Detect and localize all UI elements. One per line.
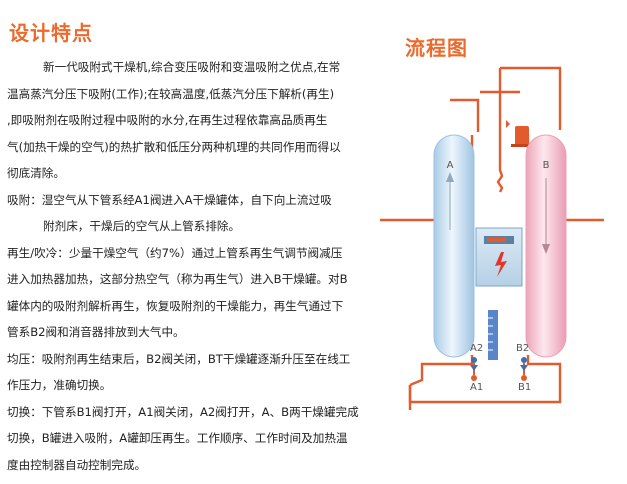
adsorb-line: 附剂床，干燥后的空气从上管系排除。 — [43, 219, 241, 233]
switch-line: 切换，B罐进入吸附，A罐卸压再生。工作顺序、工作时间及加热温 — [7, 431, 348, 445]
valve-a2-label: A2 — [470, 343, 483, 354]
tank-a-label: A — [447, 160, 454, 171]
controller-panel — [475, 227, 523, 287]
intro-line: 气(加热干燥的空气)的热扩散和低压分两种机理的共同作用而得以 — [7, 139, 341, 154]
valve-a1-label: A1 — [470, 382, 483, 393]
b-bottom-pipe — [526, 355, 562, 385]
dryer-flow-diagram: A B A2 B2 A1 B1 — [380, 66, 604, 410]
regen-valve-cap — [511, 144, 533, 147]
valve-a1-icon — [471, 375, 477, 381]
lightning-bolt-icon — [495, 252, 507, 277]
flow-arrow-icon — [506, 120, 510, 128]
regen-regulator — [511, 126, 533, 147]
regen-line: 进入加热器加热，这部分热空气（称为再生气）进入B干燥罐。对B — [7, 272, 348, 286]
b-drop-arrow-icon — [520, 365, 528, 371]
regen-line: 管系B2阀和消音器排放到大气中。 — [7, 325, 185, 339]
valve-b2-label: B2 — [516, 343, 529, 354]
tank-a: A — [433, 134, 475, 358]
controller-box — [475, 227, 523, 287]
flowchart-title: 流程图 — [405, 36, 468, 60]
valve-a2-icon — [471, 357, 477, 363]
adsorb-paragraph: 吸附：湿空气从下管系经A1阀进入A干燥罐体，自下向上流过吸 附剂床，干燥后的空气… — [7, 187, 379, 240]
intro-line: 温高蒸汽分压下吸附(工作);在较高温度,低蒸汽分压下解析(再生) — [7, 86, 335, 101]
silencer-ticks — [488, 317, 493, 351]
intro-line: 彻底清除。 — [7, 166, 65, 180]
equalize-paragraph: 均压：吸附剂再生结束后，B2阀关闭，BT干燥罐逐渐升压至在线工 作压力，准确切换… — [7, 346, 379, 399]
equalize-line: 作压力，准确切换。 — [7, 378, 112, 392]
switch-paragraph: 切换：下管系B1阀打开，A1阀关闭，A2阀打开，A、B两干燥罐完成 切换，B罐进… — [7, 399, 379, 479]
lower-manifold-pipe — [408, 385, 562, 404]
design-features-title: 设计特点 — [9, 21, 93, 45]
tank-a-body — [433, 134, 475, 358]
top-left-pipe — [450, 98, 480, 132]
description-text: 新一代吸附式干燥机,综合变压吸附和变温吸附之优点,在常 温高蒸汽分压下吸附(工作… — [7, 54, 379, 478]
regen-paragraph: 再生/吹冷：少量干燥空气（约7%）通过上管系再生气调节阀减压 进入加热器加热，这… — [7, 240, 379, 346]
valve-b1-icon — [521, 375, 527, 381]
intro-line: 新一代吸附式干燥机,综合变压吸附和变温吸附之优点,在常 — [43, 60, 341, 74]
regen-line: 再生/吹冷：少量干燥空气（约7%）通过上管系再生气调节阀减压 — [7, 245, 343, 260]
intro-line: ,即吸附剂在吸附过程中吸附的水分,在再生过程依靠高品质再生 — [7, 113, 328, 127]
silencer-body — [488, 310, 498, 360]
switch-line: 切换：下管系B1阀打开，A1阀关闭，A2阀打开，A、B两干燥罐完成 — [7, 404, 359, 419]
equalize-line: 均压：吸附剂再生结束后，B2阀关闭，BT干燥罐逐渐升压至在线工 — [7, 351, 351, 366]
adsorb-line: 吸附：湿空气从下管系经A1阀进入A干燥罐体，自下向上流过吸 — [7, 192, 332, 207]
tank-a-up-arrow-icon — [446, 172, 454, 182]
regen-line: 罐体内的吸附剂解析再生，恢复吸附剂的干燥能力，再生气通过下 — [7, 298, 344, 313]
a-bottom-pipe — [409, 355, 474, 387]
valve-b2-icon — [521, 357, 527, 363]
a-drop-arrow-icon — [470, 365, 478, 371]
valve-b1-label: B1 — [518, 382, 531, 393]
top-vertical-pipe — [496, 68, 504, 193]
tank-b-down-arrow-icon — [542, 244, 550, 254]
tank-b-label: B — [543, 160, 550, 171]
controller-indicator — [487, 238, 505, 242]
intro-paragraph: 新一代吸附式干燥机,综合变压吸附和变温吸附之优点,在常 温高蒸汽分压下吸附(工作… — [7, 54, 379, 187]
silencer — [488, 310, 498, 360]
bottom-valves: A2 B2 A1 B1 — [470, 343, 531, 393]
top-right-pipe — [500, 66, 562, 130]
regen-valve-body — [515, 126, 529, 146]
switch-line: 度由控制器自动控制完成。 — [7, 457, 147, 472]
tank-b: B — [525, 134, 567, 358]
